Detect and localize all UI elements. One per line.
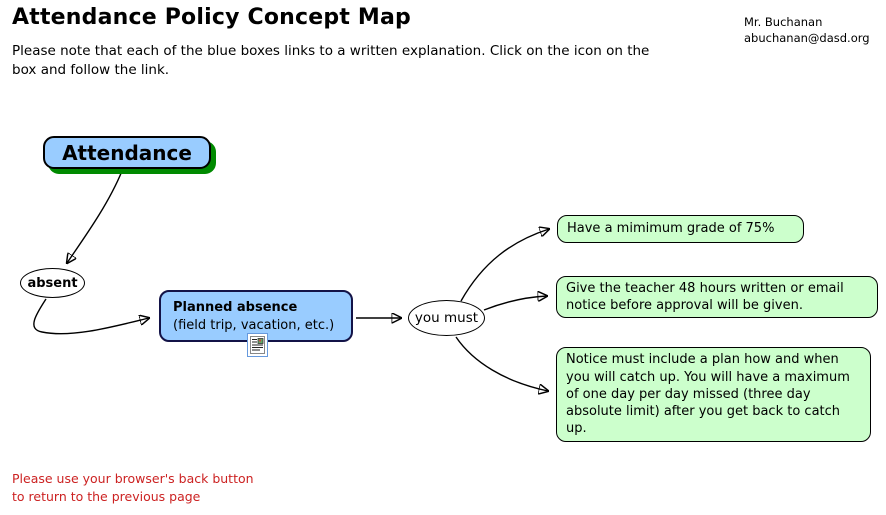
- you-must-node: you must: [408, 300, 485, 336]
- edge-youmust-to-req-0: [460, 229, 549, 302]
- requirement-box-grade: Have a mimimum grade of 75%: [557, 215, 804, 243]
- edge-youmust-to-req-2: [455, 336, 548, 391]
- requirement-text: Have a mimimum grade of 75%: [567, 221, 775, 237]
- back-button-note: Please use your browser's back button to…: [12, 471, 254, 505]
- requirement-text: Notice must include a plan how and when …: [566, 352, 850, 437]
- attendance-node-label: Attendance: [62, 140, 192, 165]
- you-must-node-label: you must: [414, 310, 479, 326]
- absent-node: absent: [20, 268, 85, 298]
- contact-email: abuchanan@dasd.org: [744, 30, 870, 45]
- document-link-icon-glyph: [250, 336, 265, 354]
- planned-absence-title: Planned absence: [173, 300, 298, 315]
- attendance-node[interactable]: Attendance: [43, 136, 211, 169]
- edge-attendance-to-absent: [67, 170, 123, 263]
- edge-youmust-to-req-1: [483, 296, 547, 311]
- absent-node-label: absent: [27, 275, 78, 291]
- requirement-box-catchup: Notice must include a plan how and when …: [556, 347, 871, 442]
- requirement-box-notice: Give the teacher 48 hours written or ema…: [556, 276, 878, 318]
- page-instructions: Please note that each of the blue boxes …: [12, 43, 650, 78]
- page-title: Attendance Policy Concept Map: [12, 5, 411, 30]
- edge-absent-to-planned: [33, 298, 149, 335]
- contact-name: Mr. Buchanan: [744, 15, 823, 29]
- planned-absence-subtitle: (field trip, vacation, etc.): [173, 317, 335, 333]
- requirement-text: Give the teacher 48 hours written or ema…: [566, 280, 844, 313]
- document-link-icon[interactable]: [247, 333, 268, 357]
- contact-info: Mr. Buchanan abuchanan@dasd.org: [744, 15, 870, 46]
